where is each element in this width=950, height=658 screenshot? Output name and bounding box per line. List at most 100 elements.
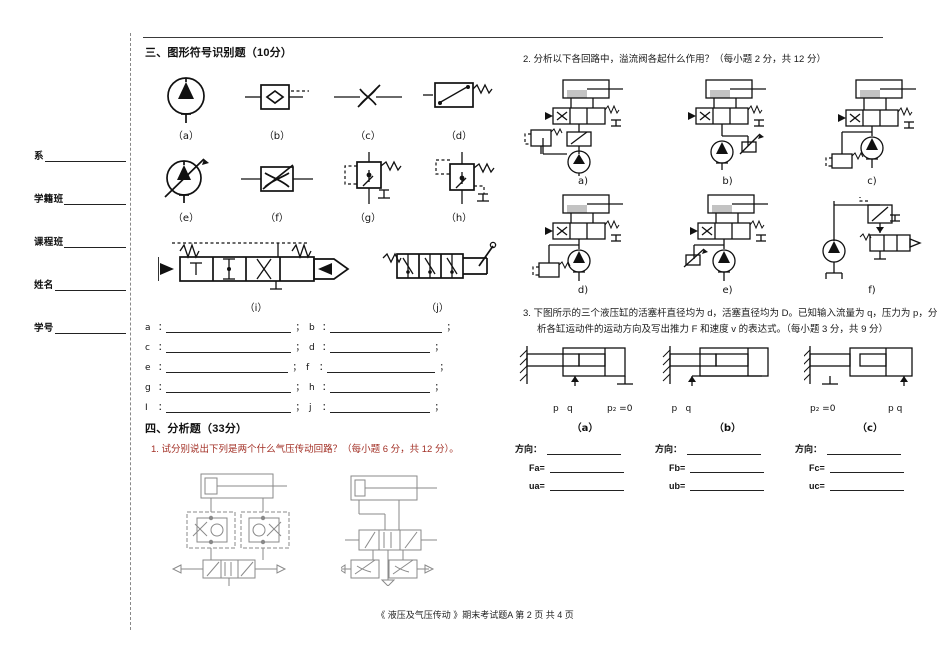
question-3-answer-blanks: 方向： Fa= ua= 方向： Fb= (515, 442, 940, 499)
symbol-label: （b） (263, 131, 291, 142)
symbol-cell-g: （g） (327, 150, 409, 224)
colon: ： (319, 363, 329, 373)
symbol-cell-j: （j） (375, 236, 500, 314)
answer-blank[interactable] (547, 445, 622, 455)
answer-blank[interactable] (330, 343, 430, 353)
symbol-cell-h: （h） (418, 150, 500, 224)
circuit-label: e) (722, 285, 733, 296)
question-2-circuit-row-1: a) (515, 76, 940, 187)
symbol-row-1: （a） （b） (145, 68, 500, 142)
question-1-diagrams (145, 468, 500, 586)
answer-blank[interactable] (330, 383, 430, 393)
circuit-label: a) (577, 176, 589, 187)
answer-blank[interactable] (687, 445, 762, 455)
answer-blank[interactable] (827, 445, 902, 455)
symbol-cell-b: （b） (236, 68, 318, 142)
answer-force-a: Fa= (515, 463, 655, 473)
pneumatic-speed-control-circuit-left (167, 468, 319, 586)
field-blank-line[interactable] (54, 280, 126, 291)
answer-velocity-a: ua= (515, 481, 655, 491)
answer-key: e (145, 363, 151, 373)
answer-force-c: Fc= (795, 463, 935, 473)
port-flow-label: q (685, 404, 692, 414)
answer-blank[interactable] (549, 463, 624, 473)
answer-blank[interactable] (690, 481, 765, 491)
circuit-label: c) (867, 176, 877, 187)
field-blank-line[interactable] (64, 237, 126, 248)
symbol-label: （e） (172, 213, 200, 224)
answer-label: 方向： (515, 444, 543, 454)
colon: ： (322, 403, 332, 413)
colon: ： (158, 403, 168, 413)
circuit-f: f) (812, 193, 932, 296)
port-pressure-label: p (553, 404, 559, 414)
symbol-label: （i） (244, 303, 268, 314)
answer-row: a ： ； b ： ； (145, 320, 500, 333)
symbol-cell-i: （i） (155, 236, 357, 314)
field-label: 系 (34, 151, 44, 162)
answer-blank[interactable] (166, 363, 288, 373)
cylinder-diagram-a: p q p₂ =0 （a） (519, 344, 651, 434)
answer-blank[interactable] (829, 481, 904, 491)
answer-group-a: 方向： Fa= ua= (515, 442, 655, 499)
field-label: 学号 (34, 323, 54, 334)
field-label: 课程班 (34, 237, 64, 248)
separator: ； (434, 383, 444, 393)
colon: ： (322, 343, 332, 353)
diagram-caption: （b） (713, 423, 742, 434)
circuit-b: b) (668, 76, 788, 187)
colon: ： (322, 323, 332, 333)
field-blank-line[interactable] (54, 323, 126, 334)
answer-group-c: 方向： Fc= uc= (795, 442, 935, 499)
answer-blank[interactable] (829, 463, 904, 473)
separator: ； (434, 343, 444, 353)
hydraulic-pump-fixed-displacement-icon (145, 68, 227, 126)
symbol-cell-f: （f） (236, 150, 318, 224)
symbol-label: （c） (355, 131, 381, 142)
answer-blank[interactable] (330, 403, 430, 413)
answer-label: uc= (809, 481, 825, 491)
pressure-relief-valve-pilot-icon (327, 150, 409, 208)
throttle-valve-boxed-icon (236, 150, 318, 208)
symbol-label: （d） (445, 131, 473, 142)
symbol-label: （a） (172, 131, 200, 142)
field-blank-line[interactable] (64, 194, 126, 205)
field-blank-line[interactable] (44, 151, 126, 162)
check-valve-in-box-icon (236, 68, 318, 126)
answer-label: ua= (529, 481, 545, 491)
answer-blank[interactable] (166, 383, 291, 393)
sequence-valve-pilot-icon (418, 150, 500, 208)
answer-blank[interactable] (330, 323, 442, 333)
symbol-cell-e: （e） (145, 150, 227, 224)
answer-blank[interactable] (549, 481, 624, 491)
right-column: 2. 分析以下各回路中，溢流阀各起什么作用？（每小题 2 分，共 12 分） (515, 52, 940, 499)
manual-lever-directional-valve-icon (375, 236, 500, 298)
answer-blank[interactable] (166, 403, 291, 413)
circuit-c: c) (812, 76, 932, 187)
circuit-d: d) (523, 193, 643, 296)
diagram-caption: （a） (571, 423, 599, 434)
answer-label: Fa= (529, 463, 545, 473)
answer-key: f (306, 363, 310, 373)
answer-blank[interactable] (690, 463, 765, 473)
page-footer: 《 液压及气压传动 》期末考试题A 第 2 页 共 4 页 (376, 610, 574, 620)
section-three-heading: 三、图形符号识别题（10分） (145, 47, 293, 59)
port-p2-label: p₂ =0 (607, 404, 633, 414)
variable-displacement-pump-icon (145, 150, 227, 208)
answer-row: I ： ； j ： ； (145, 400, 500, 413)
answer-label: Fc= (809, 463, 825, 473)
answer-blank[interactable] (327, 363, 435, 373)
separator: ； (295, 383, 305, 393)
port-p2-label: p₂ =0 (810, 404, 836, 414)
symbol-cell-a: （a） (145, 68, 227, 142)
circuit-e: e) (668, 193, 788, 296)
section-four-heading: 四、分析题（33分） (145, 423, 248, 435)
answer-blank[interactable] (166, 343, 291, 353)
answer-label: 方向： (795, 444, 823, 454)
two-position-valve-with-spring-icon (418, 68, 500, 126)
student-field-student-id: 学号 (34, 320, 126, 334)
symbol-answer-blanks: a ： ； b ： ； c ： ； d ： ； e ： (145, 320, 500, 413)
answer-blank[interactable] (166, 323, 291, 333)
circuit-label: d) (577, 285, 589, 296)
